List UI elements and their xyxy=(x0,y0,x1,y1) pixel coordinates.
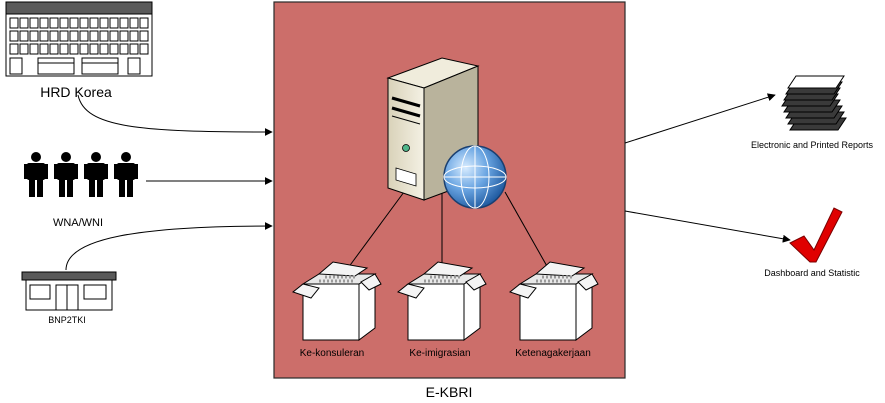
connector-hrd-to-hub xyxy=(77,94,273,136)
server-with-globe-icon xyxy=(386,57,507,209)
connector-server-to-module-1 xyxy=(347,191,405,269)
document-stack-icon xyxy=(781,75,847,131)
connector-hub-to-reports xyxy=(624,93,776,144)
connector-bnp-to-hub xyxy=(65,222,273,271)
checkmark-icon xyxy=(789,207,843,263)
module-label-1: Ke-konsuleran xyxy=(300,348,364,359)
connector-server-to-module-3 xyxy=(504,191,549,269)
connector-hub-to-dashboard xyxy=(624,210,791,243)
module-label-3: Ketenagakerjaan xyxy=(515,348,591,359)
small-building-icon xyxy=(21,271,117,311)
source-label-bnp: BNP2TKI xyxy=(48,315,86,325)
hub-label: E-KBRI xyxy=(426,384,473,400)
output-label-dashboard: Dashboard and Statistic xyxy=(764,268,860,278)
people-group-icon xyxy=(24,152,138,197)
office-building-icon xyxy=(5,1,153,77)
source-label-hrd: HRD Korea xyxy=(40,84,112,100)
source-label-people: WNA/WNI xyxy=(53,217,103,229)
output-label-reports: Electronic and Printed Reports xyxy=(751,140,874,150)
module-label-2: Ke-imigrasian xyxy=(409,348,470,359)
